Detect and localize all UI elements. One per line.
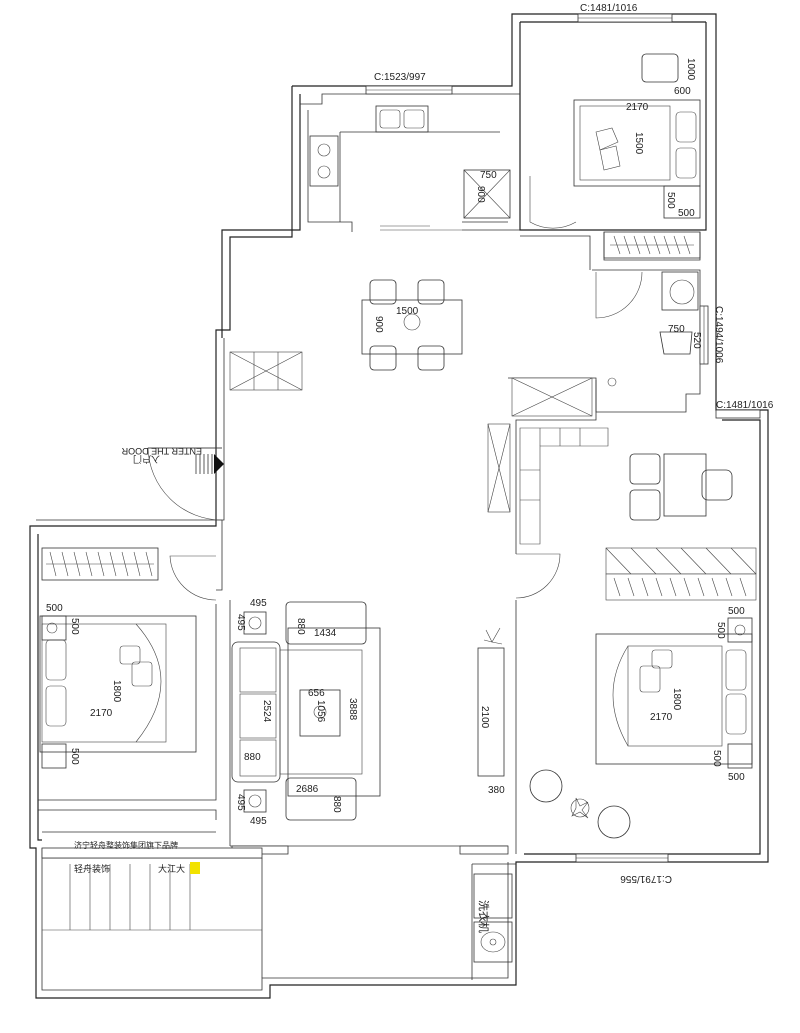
dim-side-d: 495 <box>250 816 267 827</box>
dim-kitchen-fridge: 900 <box>475 186 486 203</box>
entrance-arrow-icon <box>195 454 224 474</box>
dim-night-top-b: 500 <box>678 208 695 219</box>
bed-top <box>573 53 701 219</box>
dim-coffee-width: 656 <box>308 688 325 699</box>
desk <box>629 453 733 521</box>
dim-sofa-side-a: 495 <box>250 598 267 609</box>
dim-dining-table: 1500 <box>396 306 419 317</box>
window-label-bath: C:1494/1006 <box>713 306 724 364</box>
wardrobe-left <box>41 547 159 581</box>
dim-right-night-b: 500 <box>715 622 726 639</box>
washer-label: 洗衣机 <box>477 900 491 933</box>
dim-left-bed-length: 1800 <box>111 680 122 703</box>
doors <box>147 176 643 601</box>
dim-arm-a: 880 <box>295 618 306 635</box>
cabinets <box>229 351 757 601</box>
bed-left <box>39 615 197 769</box>
dim-left-bed-width: 2170 <box>90 708 113 719</box>
dim-right-night-c: 500 <box>711 750 722 767</box>
dim-arm-b: 880 <box>331 796 342 813</box>
bathroom-fixtures <box>607 271 699 387</box>
dining-set <box>361 279 463 371</box>
dim-side-c: 495 <box>235 794 246 811</box>
dim-right-night-d: 500 <box>728 772 745 783</box>
dim-left-night-b: 500 <box>69 618 80 635</box>
dim-left-night-a: 500 <box>46 603 63 614</box>
dim-right-bed-width: 2170 <box>650 712 673 723</box>
bottom-stairs <box>42 864 262 931</box>
inner-walls <box>38 93 701 980</box>
dim-tv-length: 2100 <box>479 706 490 729</box>
entrance-label-en: ENTER THE DOOR <box>121 446 202 456</box>
brand-name-b: 大江大 <box>158 863 185 874</box>
dim-night-top-a: 500 <box>665 192 676 209</box>
dim-toilet-height: 520 <box>691 332 702 349</box>
brand-name-a: 轻舟装饰 <box>74 863 110 874</box>
dim-rug-height: 3888 <box>347 698 358 721</box>
dim-right-night-a: 500 <box>728 606 745 617</box>
dim-left-night-c: 500 <box>69 748 80 765</box>
dim-bed-top-width: 2170 <box>626 102 649 113</box>
dim-tv-depth: 380 <box>488 785 505 796</box>
entrance-label-cn: 入户门 <box>133 454 160 465</box>
kitchen <box>309 105 511 219</box>
dim-right-bed-length: 1800 <box>671 688 682 711</box>
dim-coffee-height: 1056 <box>315 700 326 723</box>
window-label-kitchen: C:1523/997 <box>374 72 426 83</box>
bed-right <box>529 617 753 839</box>
dim-chair-top-width: 600 <box>674 86 691 97</box>
wardrobe-right <box>613 577 747 597</box>
dim-sofa-table: 1434 <box>314 628 337 639</box>
laundry <box>473 873 513 963</box>
dim-rug-width: 2686 <box>296 784 319 795</box>
window-label-bottom: C:1791/556 <box>620 873 672 884</box>
outer-walls <box>29 13 769 999</box>
living-room <box>231 601 505 821</box>
dim-toilet-width: 750 <box>668 324 685 335</box>
window-label-master-top: C:1481/1016 <box>580 3 638 14</box>
windows <box>41 13 761 863</box>
window-label-bedroom-right: C:1481/1016 <box>716 400 774 411</box>
dim-sofa-side-b: 495 <box>235 614 246 631</box>
brand-logo-mark <box>190 862 200 874</box>
dim-sofa-depth: 880 <box>244 752 261 763</box>
dim-chair-top-height: 1000 <box>685 58 696 81</box>
dim-bed-top-length: 1500 <box>633 132 644 155</box>
wardrobe-top <box>603 231 701 259</box>
dim-kitchen-counter: 750 <box>480 170 497 181</box>
brand-slogan: 济宁轻舟整装饰集团旗下品牌 <box>74 840 178 850</box>
dim-dining-depth: 900 <box>373 316 384 333</box>
dim-sofa-length: 2524 <box>261 700 272 723</box>
